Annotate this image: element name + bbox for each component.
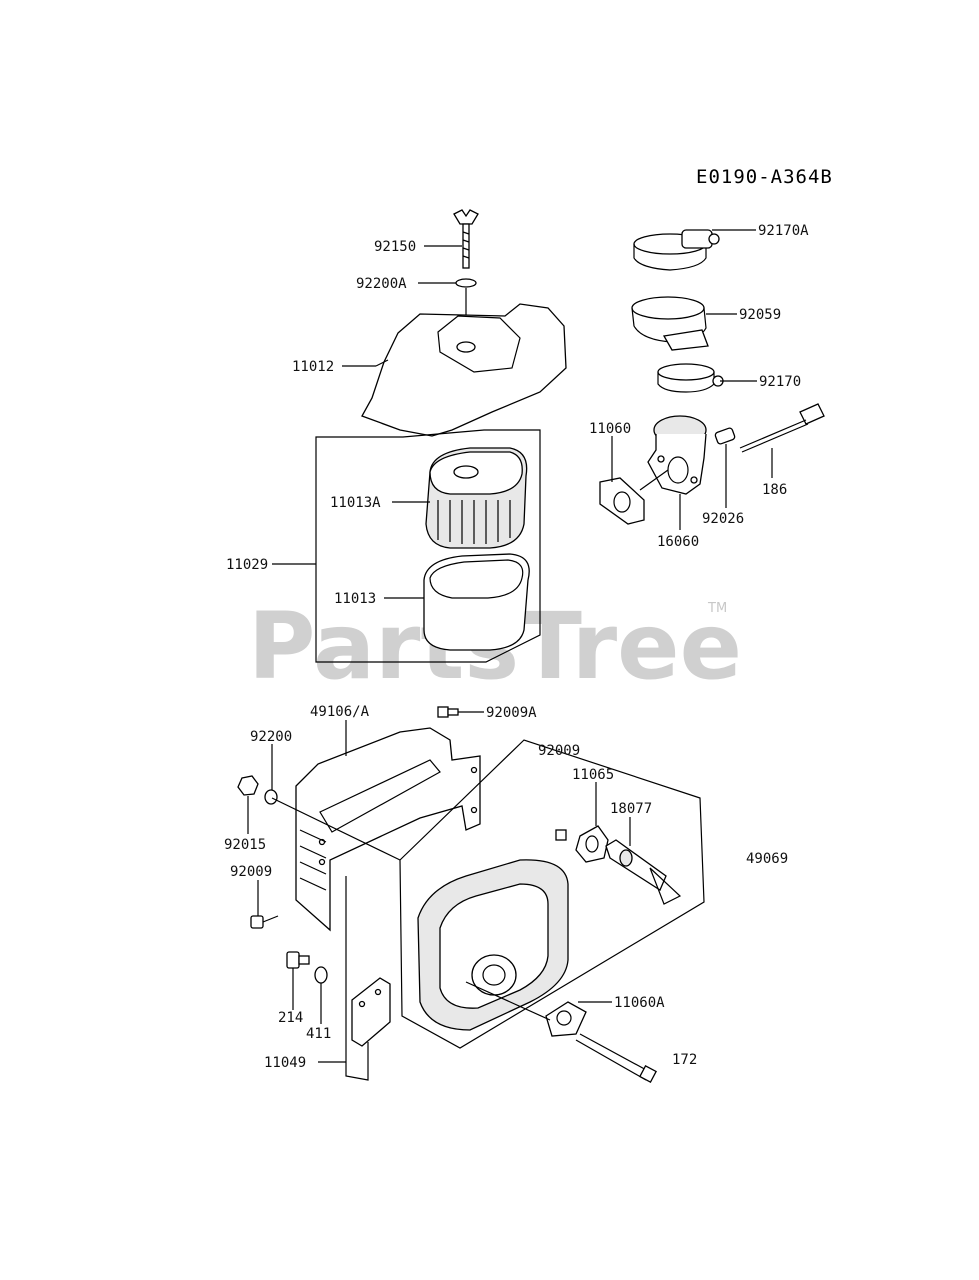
label-11060a[interactable]: 11060A xyxy=(614,995,665,1011)
gasket-11060a-part[interactable] xyxy=(545,1001,587,1037)
label-172[interactable]: 172 xyxy=(672,1052,697,1068)
reference-code: E0190-A364B xyxy=(696,166,833,188)
label-49106a[interactable]: 49106/A xyxy=(310,704,370,720)
clamp-large-part[interactable] xyxy=(633,229,720,271)
leader-lines xyxy=(247,229,773,1063)
label-11029[interactable]: 11029 xyxy=(226,557,268,573)
bolt-left-part[interactable] xyxy=(250,915,279,929)
air-filter-element-part[interactable] xyxy=(425,447,528,549)
label-49069[interactable]: 49069 xyxy=(746,851,788,867)
label-11065[interactable]: 11065 xyxy=(572,767,614,783)
label-92009a[interactable]: 92009A xyxy=(486,705,537,721)
muffler-part[interactable] xyxy=(417,859,569,1031)
label-92170[interactable]: 92170 xyxy=(759,374,801,390)
collar-part[interactable] xyxy=(714,427,736,445)
label-11013[interactable]: 11013 xyxy=(334,591,376,607)
gasket-11065-part[interactable] xyxy=(575,825,609,863)
label-411[interactable]: 411 xyxy=(306,1026,331,1042)
label-18077[interactable]: 18077 xyxy=(610,801,652,817)
label-11012[interactable]: 11012 xyxy=(292,359,334,375)
muffler-outline-bracket xyxy=(399,739,705,1049)
stud-bolt-part[interactable] xyxy=(575,1033,657,1083)
exhaust-pipe-part[interactable] xyxy=(605,839,682,905)
label-16060[interactable]: 16060 xyxy=(657,534,699,550)
label-92026[interactable]: 92026 xyxy=(702,511,744,527)
label-186[interactable]: 186 xyxy=(762,482,787,498)
trademark-mark: TM xyxy=(707,601,727,616)
label-92059[interactable]: 92059 xyxy=(739,307,781,323)
part-labels: 92150 92200A 11012 11013A 11029 11013 92… xyxy=(224,223,809,1071)
wing-bolt-part[interactable] xyxy=(453,209,479,269)
label-11013a[interactable]: 11013A xyxy=(330,495,381,511)
label-92150[interactable]: 92150 xyxy=(374,239,416,255)
label-92015[interactable]: 92015 xyxy=(224,837,266,853)
air-cleaner-assembly-bracket xyxy=(315,429,541,663)
label-92009-top[interactable]: 92009 xyxy=(538,743,580,759)
label-92200[interactable]: 92200 xyxy=(250,729,292,745)
bolt-92009-part[interactable] xyxy=(555,829,567,841)
clamp-small-part[interactable] xyxy=(657,363,724,393)
gasket-part[interactable] xyxy=(599,477,645,525)
bolt-92009a-part[interactable] xyxy=(437,706,459,718)
label-11060[interactable]: 11060 xyxy=(589,421,631,437)
label-214[interactable]: 214 xyxy=(278,1010,303,1026)
bolt-214-part[interactable] xyxy=(286,951,310,969)
muffler-cover-part[interactable] xyxy=(295,727,481,932)
washer-411-part[interactable] xyxy=(314,966,328,984)
label-92200a[interactable]: 92200A xyxy=(356,276,407,292)
air-cleaner-cover-part[interactable] xyxy=(361,303,567,437)
duct-part[interactable] xyxy=(631,296,709,351)
long-bolt-part[interactable] xyxy=(739,403,825,453)
muffler-bracket-part[interactable] xyxy=(345,876,391,1081)
elbow-part[interactable] xyxy=(647,415,707,495)
pre-cleaner-part[interactable] xyxy=(423,553,530,651)
label-11049[interactable]: 11049 xyxy=(264,1055,306,1071)
label-92009-left[interactable]: 92009 xyxy=(230,864,272,880)
washer-92200-part[interactable] xyxy=(264,789,278,805)
washer-part[interactable] xyxy=(455,278,477,288)
nut-part[interactable] xyxy=(237,775,259,796)
label-92170a[interactable]: 92170A xyxy=(758,223,809,239)
